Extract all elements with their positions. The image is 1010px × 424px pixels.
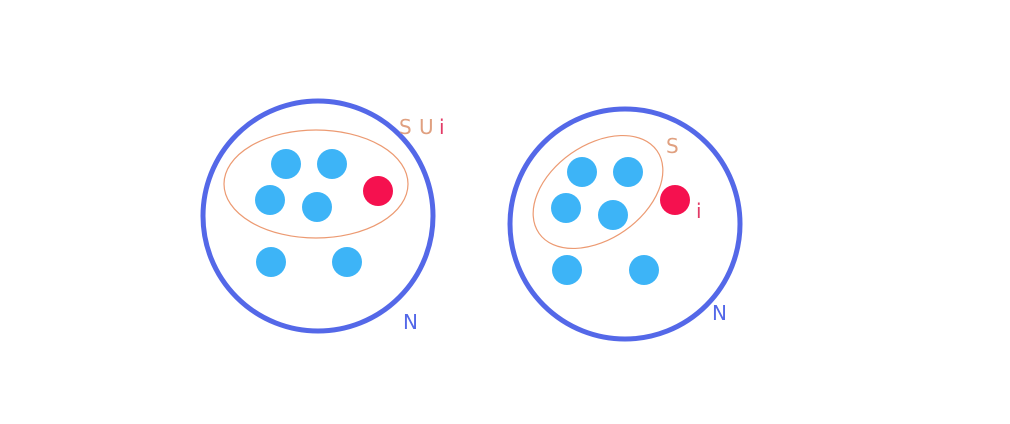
right-set-label-n: N [712,301,727,325]
left-subset-label-i: i [439,115,445,139]
left-element-dot [317,149,347,179]
left-element-dot [255,185,285,215]
right-element-dot [551,193,581,223]
left-diagram: S U i N [200,98,445,334]
right-highlight-element-i [660,185,690,215]
right-diagram: S i N [507,106,743,342]
right-subset-s-ellipse [532,134,664,250]
right-highlight-label-i: i [696,199,702,223]
right-set-n-circle [507,106,743,342]
left-element-dot [271,149,301,179]
left-element-dot [302,192,332,222]
right-element-dot [613,157,643,187]
left-subset-label-union: U [419,115,434,139]
right-element-dot [629,255,659,285]
right-subset-label-s: S [666,134,679,158]
left-set-n-circle [200,98,436,334]
left-set-label-n: N [403,310,418,334]
left-subset-s-union-i-ellipse [223,129,409,239]
left-element-dot [332,247,362,277]
left-highlight-element-i [363,176,393,206]
left-element-dot [256,247,286,277]
right-element-dot [552,255,582,285]
left-subset-label-s: S [399,115,412,139]
right-element-dot [567,157,597,187]
right-element-dot [598,200,628,230]
